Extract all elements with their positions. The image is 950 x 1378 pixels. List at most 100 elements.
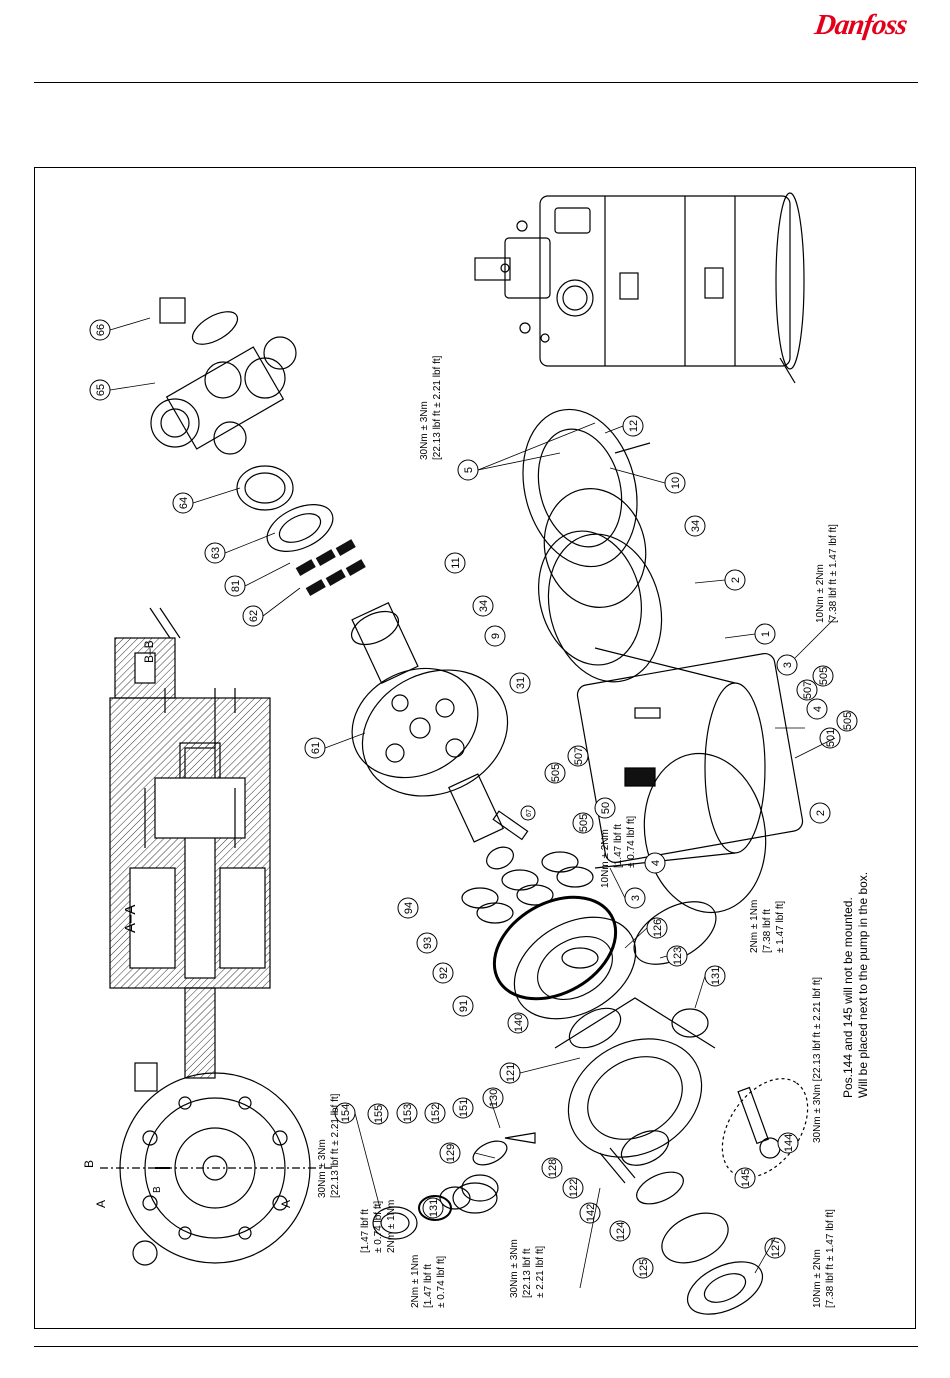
part-131-plug (671, 1008, 709, 1038)
torque-131-line1: 2Nm ± 1Nm (749, 900, 760, 953)
section-label-a-a: A–A (122, 905, 139, 933)
part-62-springs (295, 539, 366, 596)
part-92-plate (492, 895, 618, 1001)
callout-93: 93 (422, 937, 434, 949)
end-view-drawing (100, 1062, 335, 1266)
torque-top-line1: 30Nm ± 3Nm (419, 401, 430, 460)
torque-128-line2: [22.13 lbf ft (522, 1248, 533, 1298)
part-31-valve-plate (547, 533, 663, 683)
callout-50: 50 (600, 802, 612, 814)
callout-66: 66 (95, 324, 107, 336)
part-67-pin (492, 810, 529, 841)
callout-505: 505 (818, 667, 830, 685)
torque-annotations: 30Nm ± 3Nm [22.13 lbf ft ± 2.21 lbf ft] … (317, 355, 839, 1308)
part-93-94-rings (461, 851, 594, 924)
callout-1: 1 (760, 631, 772, 637)
callout-124: 124 (615, 1222, 627, 1240)
part-151-155-stack (372, 1174, 499, 1240)
callout-2: 2 (730, 577, 742, 583)
torque-127-line2: [7.38 lbf ft ± 1.47 lbf ft] (825, 1209, 836, 1308)
callout-3b: 3 (630, 895, 642, 901)
danfoss-logo: Danfoss (812, 9, 909, 41)
part-91-plate (513, 916, 637, 1020)
callout-121: 121 (505, 1064, 517, 1082)
callout-123: 123 (672, 947, 684, 965)
callout-62: 62 (248, 610, 260, 622)
callout-91: 91 (458, 1000, 470, 1012)
torque-153-line1: [1.47 lbf ft (360, 1209, 371, 1253)
callout-12: 12 (628, 420, 640, 432)
callout-125: 125 (638, 1259, 650, 1277)
section-mark-b-small: B (152, 1186, 163, 1193)
torque-128-line3: ± 2.21 lbf ft] (535, 1246, 546, 1298)
torque-154-line1: 30Nm ± 3Nm (317, 1139, 328, 1198)
exploded-view-drawing: 66 65 64 63 81 62 61 67 94 93 92 91 126 … (82, 192, 870, 1315)
torque-top-line2: [22.13 lbf ft ± 2.21 lbf ft] (432, 355, 443, 460)
callout-63: 63 (210, 547, 222, 559)
torque-right-line1: 10Nm ± 2Nm (815, 564, 826, 623)
part-121-pump-housing (554, 997, 716, 1184)
torque-154-line2: [22.13 lbf ft ± 2.21 lbf ft] (330, 1093, 341, 1198)
callout-151: 151 (458, 1099, 470, 1117)
callout-131: 131 (710, 967, 722, 985)
callout-122: 122 (568, 1179, 580, 1197)
callout-94: 94 (403, 902, 415, 914)
callout-4b: 4 (650, 860, 662, 866)
torque-131l-line2: [1.47 lbf ft (423, 1264, 434, 1308)
part-130-screw (504, 1132, 536, 1144)
part-11-end-cover (522, 408, 638, 568)
callout-64: 64 (178, 497, 190, 509)
part-9-gasket (543, 488, 647, 608)
torque-131-line2: [7.38 lbf ft (762, 909, 773, 953)
callout-3: 3 (782, 662, 794, 668)
callout-155: 155 (373, 1105, 385, 1123)
callout-154: 154 (340, 1104, 352, 1122)
part-131-plug-left (452, 1182, 498, 1214)
torque-131l-line1: 2Nm ± 1Nm (410, 1255, 421, 1308)
part-145-nut (759, 1137, 781, 1159)
torque-153-line3: 2Nm ± 1Nm (386, 1200, 397, 1253)
torque-right-line2: [7.38 lbf ft ± 1.47 lbf ft] (828, 524, 839, 623)
part-63-plate (266, 504, 334, 552)
part-144-key (737, 1086, 769, 1145)
part-122-oring (620, 1130, 670, 1166)
part-64-ring (236, 465, 294, 511)
section-label-b-b: B–B (142, 640, 156, 663)
torque-mid-line3: ± 0.74 lbf ft] (626, 816, 637, 868)
section-b-b-drawing (114, 607, 181, 699)
torque-144-line1: 30Nm ± 3Nm [22.13 lbf ft ± 2.21 lbf ft] (812, 977, 823, 1143)
callout-92: 92 (438, 967, 450, 979)
footer-rule (34, 1346, 918, 1347)
part-callouts: 66 65 64 63 81 62 61 67 94 93 92 91 126 … (89, 319, 858, 1279)
part-65-66-illustration (150, 297, 297, 455)
section-mark-a-right: A (279, 1200, 293, 1208)
note: Pos.144 and 145 will not be mounted. Wil… (841, 872, 870, 1098)
part-124-seal (661, 1212, 729, 1264)
torque-mid-line1: 10Nm ± 2Nm (600, 829, 611, 888)
callout-507b: 507 (573, 747, 585, 765)
part-140-ring (561, 947, 599, 969)
callout-505d: 505 (578, 814, 590, 832)
callout-61: 61 (310, 742, 322, 754)
callout-507: 507 (802, 681, 814, 699)
callout-127: 127 (770, 1239, 782, 1257)
callout-31: 31 (515, 677, 527, 689)
callout-4: 4 (812, 706, 824, 712)
part-123-gasket (633, 901, 717, 965)
callout-140: 140 (513, 1014, 525, 1032)
callout-505b: 505 (842, 712, 854, 730)
callout-126: 126 (652, 919, 664, 937)
callout-145: 145 (740, 1169, 752, 1187)
callout-11: 11 (450, 557, 462, 568)
callout-130: 130 (488, 1089, 500, 1107)
torque-127-line1: 10Nm ± 2Nm (812, 1249, 823, 1308)
part-129-plug (472, 1140, 508, 1166)
header-rule (34, 82, 918, 83)
section-labels: A–A B–B A A B B (82, 640, 293, 1208)
torque-131l-line3: ± 0.74 lbf ft] (436, 1256, 447, 1308)
part-1-housing (576, 647, 804, 914)
section-a-a-drawing (109, 688, 271, 1079)
callout-501: 501 (825, 729, 837, 747)
assembled-pump-illustration (474, 192, 805, 384)
callout-34b: 34 (478, 600, 490, 612)
